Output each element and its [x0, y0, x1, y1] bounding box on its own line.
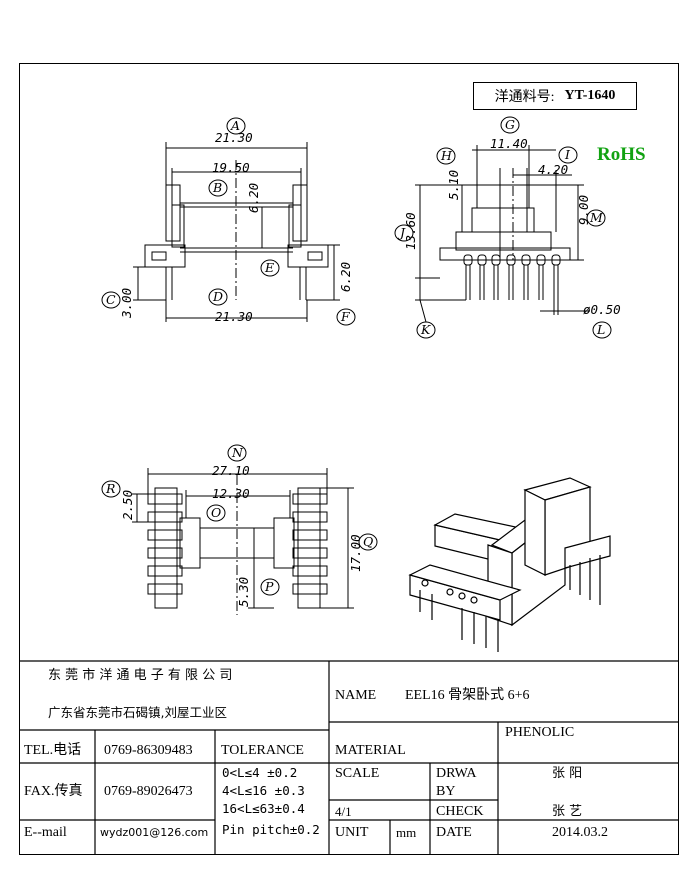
top-view	[133, 142, 340, 322]
drawn-by-label-2: BY	[436, 784, 456, 799]
tolerance-range-1: 0<L≤4 ±0.2	[222, 765, 298, 780]
callout-B: B	[213, 180, 223, 195]
date-value: 2014.03.2	[552, 825, 608, 840]
drawn-by-value: 张 阳	[552, 766, 583, 781]
callout-A: A	[231, 118, 241, 133]
callout-O: O	[211, 505, 222, 520]
part-number-label: 洋通料号:	[494, 90, 555, 105]
callout-Q: Q	[363, 534, 374, 549]
tel-value: 0769-86309483	[104, 743, 193, 758]
callout-J: J	[400, 225, 406, 240]
callout-P: P	[265, 579, 274, 594]
tolerance-range-3: 16<L≤63±0.4	[222, 801, 305, 816]
scale-label: SCALE	[335, 766, 380, 781]
email-value: wydz001@126.com	[100, 826, 209, 839]
callout-M: M	[590, 210, 603, 225]
dim-L-value: ø0.50	[583, 302, 621, 317]
callout-K: K	[421, 322, 431, 337]
callout-D: D	[213, 289, 224, 304]
part-number-box: 洋通料号: YT-1640	[473, 82, 637, 110]
callout-N: N	[232, 445, 243, 460]
check-label: CHECK	[436, 804, 484, 819]
dim-G-value: 11.40	[490, 136, 528, 151]
drawn-by-label-1: DRWA	[436, 766, 477, 781]
part-number: YT-1640	[564, 88, 616, 103]
unit-label: UNIT	[335, 825, 369, 840]
callout-I: I	[565, 147, 570, 162]
email-label: E--mail	[24, 825, 67, 840]
material-label: MATERIAL	[335, 743, 406, 758]
bottom-view-pins-right	[292, 493, 328, 595]
tolerance-range-2: 4<L≤16 ±0.3	[222, 783, 305, 798]
dim-A-value: 21.30	[215, 130, 253, 145]
callout-G: G	[505, 117, 515, 132]
company-name: 东 莞 市 洋 通 电 子 有 限 公 司	[48, 668, 233, 683]
isometric-view	[408, 477, 611, 652]
drawing-sheet	[19, 63, 679, 855]
dim-O-value: 12.30	[212, 486, 250, 501]
tolerance-label: TOLERANCE	[221, 743, 304, 758]
bottom-view-pins-left	[147, 493, 183, 595]
dim-B-value: 19.50	[212, 160, 250, 175]
bottom-view	[132, 468, 354, 615]
name-label: NAME	[335, 688, 377, 703]
callout-C: C	[106, 292, 116, 307]
callout-L: L	[597, 322, 606, 337]
company-address: 广东省东莞市石碣镇,刘屋工业区	[48, 705, 227, 720]
date-label: DATE	[436, 825, 472, 840]
dim-I-value: 4.20	[538, 162, 569, 177]
dim-D-value: 21.30	[215, 309, 253, 324]
dim-N-value: 27.10	[212, 463, 250, 478]
rohs-mark: RoHS	[597, 144, 646, 165]
name-value: EEL16 骨架卧式 6+6	[405, 688, 530, 703]
scale-value: 4/1	[335, 804, 352, 819]
material-value: PHENOLIC	[505, 725, 575, 740]
side-view	[415, 145, 590, 323]
callout-E: E	[265, 260, 275, 275]
unit-value: mm	[396, 825, 417, 840]
callout-R: R	[106, 481, 116, 496]
callout-F: F	[341, 309, 350, 324]
tolerance-pin-pitch: Pin pitch±0.2	[222, 822, 320, 837]
fax-value: 0769-89026473	[104, 784, 193, 799]
title-block-grid	[19, 660, 679, 855]
tel-label: TEL.电话	[24, 743, 82, 758]
fax-label: FAX.传真	[24, 784, 83, 799]
side-view-pins	[463, 254, 561, 300]
callout-H: H	[441, 148, 452, 163]
check-value: 张 艺	[552, 804, 583, 819]
